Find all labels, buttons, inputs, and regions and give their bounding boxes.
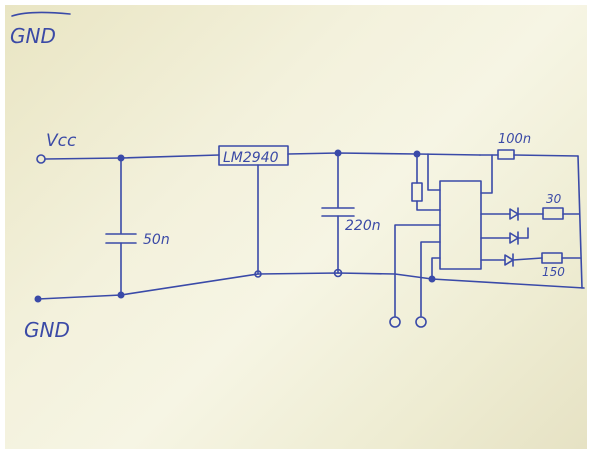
chip-top-out xyxy=(480,154,493,194)
top-gnd-stroke xyxy=(11,11,71,17)
top-right-wire-right xyxy=(513,154,579,157)
cap2-value-label: 220n xyxy=(345,218,381,234)
right-rail xyxy=(577,155,583,289)
chip-ground-pin xyxy=(431,257,441,280)
led3-diode xyxy=(504,253,514,267)
top-right-resistor-label: 100n xyxy=(498,132,531,147)
paper-sheet xyxy=(5,5,587,449)
led3-resistor xyxy=(541,252,563,264)
input-pin1-wire xyxy=(394,224,441,317)
input-pin2-terminal xyxy=(415,316,427,328)
vcc-label: Vcc xyxy=(46,131,77,151)
led2-diode xyxy=(509,231,519,245)
led1-resistor xyxy=(542,207,564,220)
bottom-gnd-label: GND xyxy=(24,318,70,342)
input-pin2-wire xyxy=(420,241,441,317)
led2-wire-right xyxy=(517,227,529,239)
cap1-value-label: 50n xyxy=(143,232,170,248)
led1-resistor-label: 30 xyxy=(546,192,562,206)
input-pin1-terminal xyxy=(389,316,401,328)
led3-resistor-label: 150 xyxy=(542,265,565,279)
top-right-resistor xyxy=(497,149,515,160)
vcc-rail-right xyxy=(287,152,481,156)
vcc-terminal xyxy=(36,154,46,164)
led3-wire-right xyxy=(512,257,543,261)
chip-input-resistor xyxy=(411,182,423,202)
chip-vcc-pin xyxy=(427,153,441,191)
top-gnd-label: GND xyxy=(10,24,56,48)
regulator-box xyxy=(218,145,289,166)
vcc-rail-left xyxy=(44,154,220,160)
chip-input-wire xyxy=(416,200,441,211)
led1-diode xyxy=(509,207,519,221)
regulator-label: LM2940 xyxy=(223,150,279,166)
ic-chip xyxy=(439,180,482,270)
